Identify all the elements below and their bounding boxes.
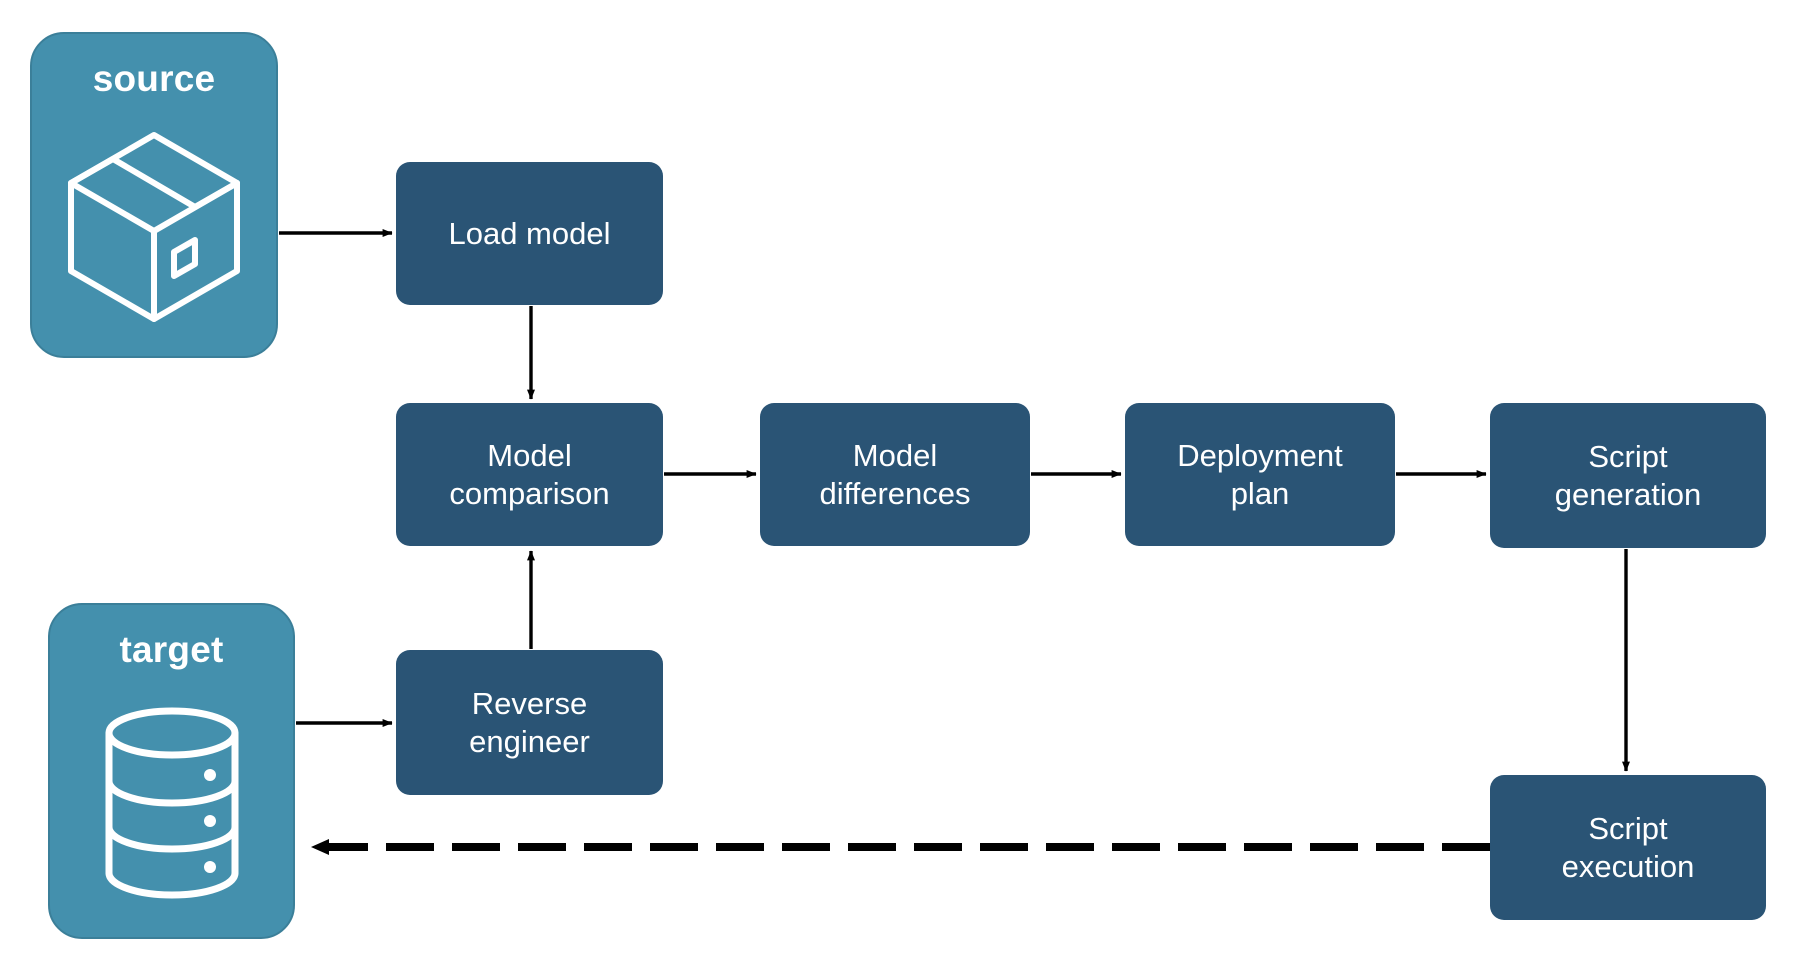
node-script-execution-label: Script execution [1561,810,1695,884]
node-script-execution[interactable]: Script execution [1490,775,1766,920]
endpoint-target-label: target [119,629,224,670]
node-load-model[interactable]: Load model [396,162,663,305]
node-model-differences[interactable]: Model differences [760,403,1030,546]
node-model-differences-label: Model differences [819,437,971,511]
endpoint-source[interactable]: source [30,32,278,358]
package-box-icon [32,97,276,356]
endpoint-source-label: source [92,58,216,99]
node-model-comparison-label: Model comparison [449,437,610,511]
endpoint-target[interactable]: target [48,603,295,939]
node-deployment-plan-label: Deployment plan [1177,437,1343,511]
node-script-generation-label: Script generation [1554,438,1702,512]
node-deployment-plan[interactable]: Deployment plan [1125,403,1395,546]
node-model-comparison[interactable]: Model comparison [396,403,663,546]
node-load-model-label: Load model [448,215,611,251]
node-reverse-engineer-label: Reverse engineer [469,685,590,759]
database-cylinder-icon [50,668,293,937]
node-script-generation[interactable]: Script generation [1490,403,1766,548]
node-reverse-engineer[interactable]: Reverse engineer [396,650,663,795]
